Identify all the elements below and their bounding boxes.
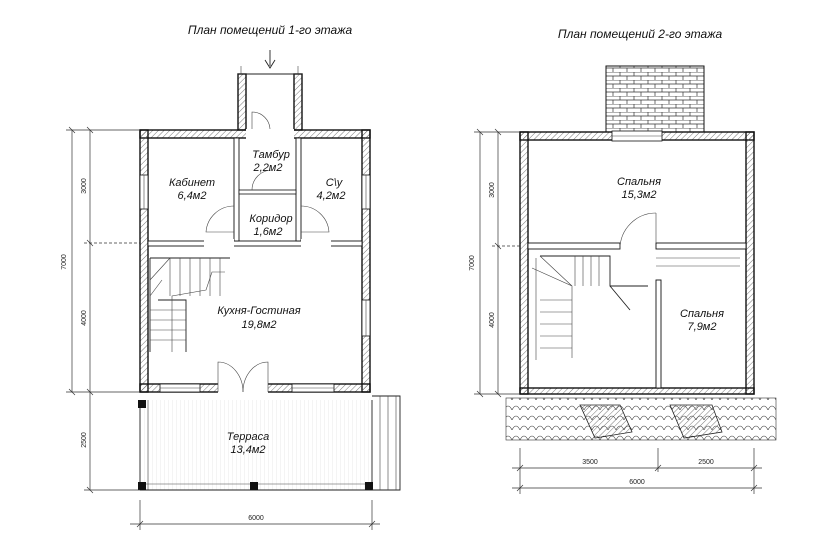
room-area-bedroom-large: 15,3м2	[621, 189, 656, 201]
floor2-dim-left-width: 3500	[582, 459, 598, 466]
room-area-bedroom-small: 7,9м2	[688, 321, 717, 333]
floor2-dim-right-width: 2500	[698, 459, 714, 466]
floor2-dim-width: 6000	[629, 479, 645, 486]
room-label-bedroom-small: Спальня	[680, 308, 724, 320]
room-area-vestibule: 2,2м2	[253, 162, 283, 174]
floor2-roof-tiles	[505, 397, 777, 441]
room-label-corridor: Коридор	[249, 213, 292, 225]
floor2-plan: 7000 3000 4000 3500 2500 6000 Спальня 15…	[469, 65, 777, 494]
room-label-vestibule: Тамбур	[252, 149, 290, 161]
floor1-dim-width: 6000	[248, 515, 264, 522]
floor2-wall-south	[519, 387, 755, 395]
room-area-terrace: 13,4м2	[230, 444, 265, 456]
floor1-porch	[237, 50, 303, 131]
floor1-dim-lower: 4000	[81, 310, 88, 326]
floor1-title: План помещений 1-го этажа	[188, 23, 353, 37]
floor2-wall-west	[519, 131, 529, 395]
floor1-dim-terrace: 2500	[81, 432, 88, 448]
room-label-bedroom-large: Спальня	[617, 176, 661, 188]
floor2-chimney	[605, 65, 705, 133]
floor1-terrace	[138, 395, 401, 491]
floor2-wall-east	[745, 131, 755, 395]
floor1-plan: 7000 3000 4000 2500 6000 Тамбур 2,2м2 Ка…	[61, 50, 401, 530]
floor1-dim-total-height: 7000	[61, 254, 68, 270]
floor1-dim-upper: 3000	[81, 178, 88, 194]
room-label-terrace: Терраса	[227, 431, 269, 443]
room-area-kitchen-living: 19,8м2	[241, 319, 276, 331]
floor1-staircase	[149, 257, 230, 352]
room-area-study: 6,4м2	[178, 190, 207, 202]
floor1-wall-east	[361, 129, 371, 393]
floor2-dim-lower: 4000	[489, 312, 496, 328]
floor2-staircase	[531, 255, 648, 360]
floor2-title: План помещений 2-го этажа	[558, 27, 723, 41]
floor2-dim-total-height: 7000	[469, 255, 476, 271]
floor1-wall-west	[139, 129, 149, 393]
floor2-dim-upper: 3000	[489, 182, 496, 198]
floor1-dimensions	[66, 126, 380, 530]
floor2-dimensions	[474, 128, 762, 494]
room-label-bathroom: С\у	[326, 177, 344, 189]
room-area-bathroom: 4,2м2	[317, 190, 346, 202]
room-area-corridor: 1,6м2	[254, 226, 283, 238]
room-label-study: Кабинет	[169, 177, 215, 189]
room-label-kitchen-living: Кухня-Гостиная	[217, 305, 300, 317]
